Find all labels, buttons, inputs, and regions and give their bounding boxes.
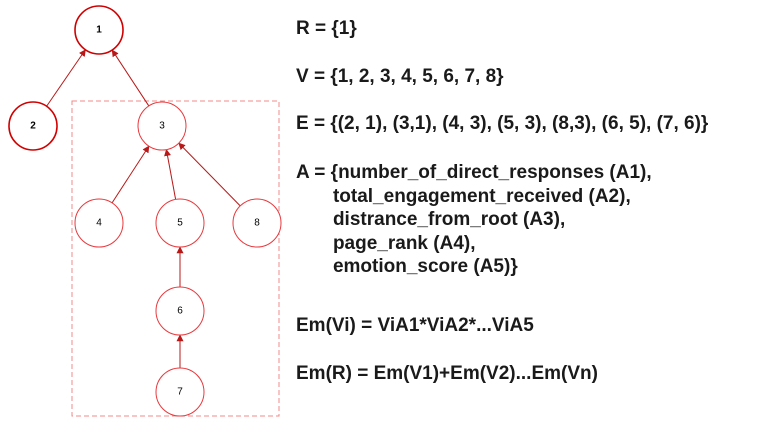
node-3: 3 bbox=[137, 101, 187, 151]
node-8: 8 bbox=[232, 198, 282, 248]
root-emotion-equation: Em(R) = Em(V1)+Em(V2)...Em(Vn) bbox=[296, 363, 598, 384]
node-label: 2 bbox=[30, 121, 36, 132]
node-4: 4 bbox=[74, 198, 124, 248]
node-circle bbox=[155, 367, 205, 417]
node-label: 4 bbox=[96, 218, 102, 229]
node-circle bbox=[155, 198, 205, 248]
node-1: 1 bbox=[74, 5, 124, 55]
node-circle bbox=[155, 286, 205, 336]
node-label: 1 bbox=[96, 25, 102, 36]
node-5: 5 bbox=[155, 198, 205, 248]
root-set-equation: R = {1} bbox=[296, 18, 357, 39]
node-circle bbox=[74, 5, 124, 55]
edge-4-to-3 bbox=[111, 145, 150, 204]
node-7: 7 bbox=[155, 367, 205, 417]
node-6: 6 bbox=[155, 286, 205, 336]
node-2: 2 bbox=[8, 101, 58, 151]
node-circle bbox=[74, 198, 124, 248]
tree-diagram: 1 2 3 4 5 6 7 8 bbox=[8, 5, 282, 417]
node-circle bbox=[232, 198, 282, 248]
node-label: 6 bbox=[177, 306, 183, 317]
edge-3-to-1 bbox=[111, 49, 150, 107]
vertex-set-equation: V = {1, 2, 3, 4, 5, 6, 7, 8} bbox=[296, 66, 504, 87]
attribute-set-equation: A = {number_of_direct_responses (A1), to… bbox=[296, 162, 652, 277]
node-circle bbox=[8, 101, 58, 151]
vertex-emotion-equation: Em(Vi) = ViA1*ViA2*...ViA5 bbox=[296, 315, 534, 336]
node-circle bbox=[137, 101, 187, 151]
edge-2-to-1 bbox=[46, 49, 86, 107]
node-label: 8 bbox=[254, 218, 260, 229]
edge-5-to-3 bbox=[164, 148, 177, 200]
node-label: 3 bbox=[159, 121, 165, 132]
edge-8-to-3 bbox=[178, 142, 241, 207]
edge-set-equation: E = {(2, 1), (3,1), (4, 3), (5, 3), (8,3… bbox=[296, 113, 709, 134]
node-label: 5 bbox=[177, 218, 183, 229]
node-label: 7 bbox=[177, 387, 183, 398]
